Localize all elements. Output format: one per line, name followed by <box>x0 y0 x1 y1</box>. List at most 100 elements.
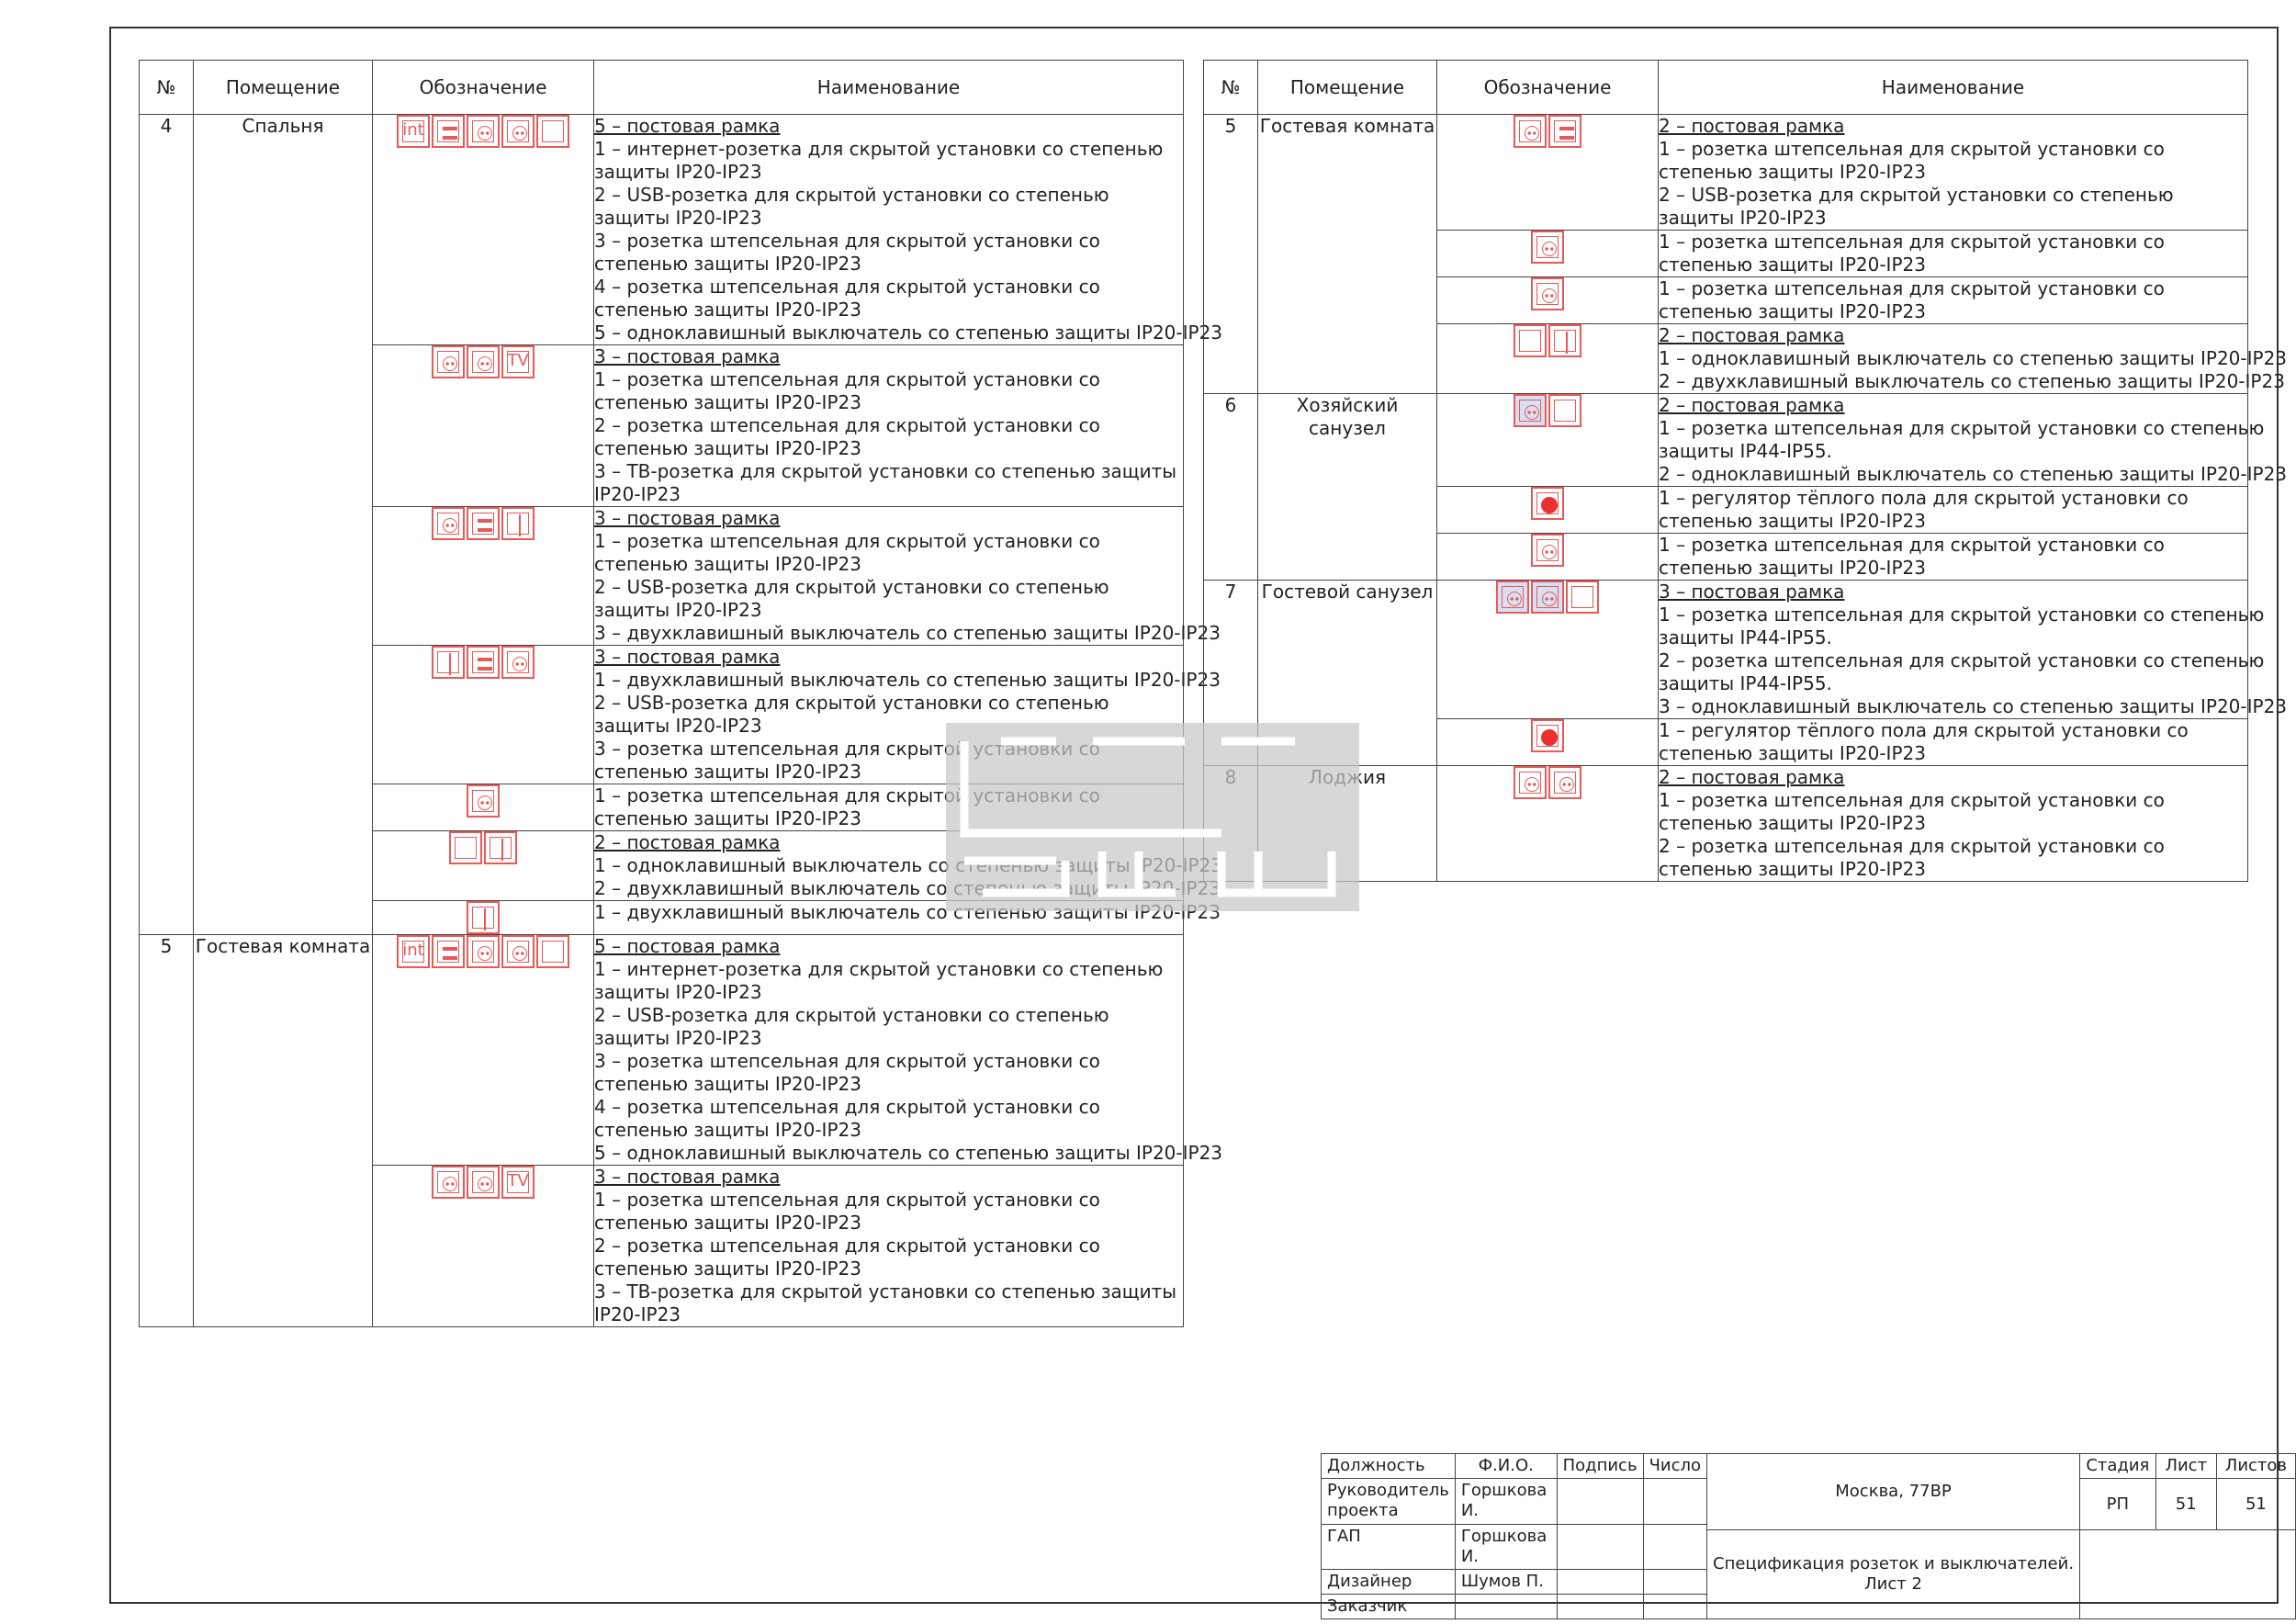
description-line: степенью защиты IP20-IP23 <box>594 391 861 413</box>
symbol-cell: int <box>372 114 594 345</box>
description-line: 2 – розетка штепсельная для скрытой уста… <box>1659 649 2265 671</box>
description-line: 1 – интернет-розетка для скрытой установ… <box>594 138 1164 160</box>
symbol-cell: TV <box>372 344 594 507</box>
single-switch-icon <box>536 115 569 148</box>
description-line: 2 – одноклавишный выключатель со степень… <box>1659 463 2288 485</box>
description-line: 1 – розетка штепсельная для скрытой уста… <box>1659 603 2265 626</box>
waterproof-socket-icon <box>1531 581 1564 614</box>
stamp-sign-3 <box>1556 1569 1644 1595</box>
stamp-header-sign: Подпись <box>1556 1453 1644 1479</box>
power-socket-icon <box>467 115 500 148</box>
double-switch-icon <box>432 646 465 679</box>
col-header-num: № <box>139 60 194 115</box>
room-name: Гостевая комната <box>1257 114 1437 394</box>
table-header-row: № Помещение Обозначение Наименование <box>1203 60 2248 115</box>
symbol-label: TV <box>507 351 529 370</box>
frame-title: 2 – постовая рамка <box>1659 324 1845 346</box>
stamp-role-4: Заказчик <box>1321 1594 1456 1619</box>
description-line: степенью защиты IP20-IP23 <box>594 299 861 321</box>
power-socket-icon <box>467 935 500 968</box>
description-line: 1 – розетка штепсельная для скрытой уста… <box>1659 277 2165 299</box>
col-header-name: Наименование <box>593 60 1184 115</box>
description-line: 2 – розетка штепсельная для скрытой уста… <box>594 1235 1100 1257</box>
stamp-header-sheets: Листов <box>2215 1453 2296 1479</box>
usb-socket-icon <box>467 507 500 540</box>
room-number: 5 <box>139 934 194 1327</box>
table-row: 1 – розетка штепсельная для скрытой уста… <box>1204 533 2248 581</box>
symbol-cell <box>372 784 594 831</box>
description-line: степенью защиты IP20-IP23 <box>1659 300 1926 322</box>
description-line: защиты IP20-IP23 <box>594 981 762 1003</box>
stamp-name-4 <box>1454 1594 1558 1619</box>
col-header-symbol: Обозначение <box>372 60 594 115</box>
power-socket-icon <box>1531 277 1564 310</box>
single-switch-icon <box>1566 581 1599 614</box>
description-line: степенью защиты IP20-IP23 <box>594 1119 861 1141</box>
waterproof-socket-icon <box>1514 394 1547 427</box>
description-line: 1 – розетка штепсельная для скрытой уста… <box>1659 534 2165 556</box>
col-header-room: Помещение <box>1257 60 1437 115</box>
stamp-title-line-2: Лист 2 <box>1864 1574 1922 1594</box>
stamp-header-date: Число <box>1642 1453 1708 1479</box>
description-line: 4 – розетка штепсельная для скрытой уста… <box>594 1096 1100 1118</box>
stamp-date-1 <box>1642 1478 1708 1525</box>
symbol-cell <box>1436 114 1659 231</box>
symbol-cell <box>1436 765 1659 882</box>
description-line: защиты IP20-IP23 <box>1659 207 1827 229</box>
description-line: степенью защиты IP20-IP23 <box>594 1212 861 1234</box>
description-line: степенью защиты IP20-IP23 <box>1659 557 1926 579</box>
description-line: 1 – регулятор тёплого пола для скрытой у… <box>1659 487 2189 509</box>
stamp-header-sheet: Лист <box>2155 1453 2217 1479</box>
description-line: 2 – розетка штепсельная для скрытой уста… <box>594 414 1100 436</box>
stamp-sheet: 51 <box>2155 1478 2217 1530</box>
description-line: 1 – розетка штепсельная для скрытой уста… <box>1659 231 2165 253</box>
power-socket-icon <box>501 935 535 968</box>
description-line: 2 – USB-розетка для скрытой установки со… <box>594 1004 1109 1026</box>
symbol-cell <box>1436 230 1659 277</box>
description-line: 3 – одноклавишный выключатель со степень… <box>1659 695 2288 717</box>
double-switch-icon <box>501 507 535 540</box>
stamp-name-1: Горшкова И. <box>1454 1478 1558 1525</box>
col-header-symbol: Обозначение <box>1436 60 1659 115</box>
table-header-row: № Помещение Обозначение Наименование <box>139 60 1184 115</box>
col-header-room: Помещение <box>193 60 373 115</box>
symbol-cell <box>1436 486 1659 534</box>
power-socket-icon <box>1531 231 1564 264</box>
description-line: степенью защиты IP20-IP23 <box>1659 254 1926 276</box>
usb-socket-icon <box>432 935 465 968</box>
room-name: Спальня <box>193 114 373 935</box>
watermark-logo <box>946 723 1359 911</box>
internet-socket-icon: int <box>397 115 430 148</box>
frame-title: 3 – постовая рамка <box>594 1166 781 1188</box>
floor-heating-regulator-icon <box>1531 719 1564 752</box>
table-row: 1 – розетка штепсельная для скрытой уста… <box>1204 276 2248 324</box>
stamp-sign-1 <box>1556 1478 1644 1525</box>
frame-title: 2 – постовая рамка <box>1659 115 1845 137</box>
description-line: степенью защиты IP20-IP23 <box>594 437 861 459</box>
symbol-cell <box>1436 323 1659 394</box>
description-line: 1 – розетка штепсельная для скрытой уста… <box>1659 417 2265 439</box>
stamp-sheet-title: Спецификация розеток и выключателей. Лис… <box>1706 1529 2081 1619</box>
symbol-cell <box>1436 533 1659 581</box>
power-socket-icon <box>467 345 500 378</box>
tv-socket-icon: TV <box>501 345 535 378</box>
stamp-sign-4 <box>1556 1594 1644 1619</box>
power-socket-icon <box>1531 534 1564 567</box>
description-line: 1 – одноклавишный выключатель со степень… <box>1659 347 2288 369</box>
description-line: 2 – USB-розетка для скрытой установки со… <box>594 692 1109 714</box>
symbol-cell <box>1436 718 1659 766</box>
description-line: степенью защиты IP20-IP23 <box>1659 858 1926 880</box>
power-socket-icon <box>467 784 500 818</box>
room-number: 6 <box>1203 393 1258 581</box>
double-switch-icon <box>484 831 517 864</box>
description-line: степенью защиты IP20-IP23 <box>594 807 861 829</box>
col-header-num: № <box>1203 60 1258 115</box>
